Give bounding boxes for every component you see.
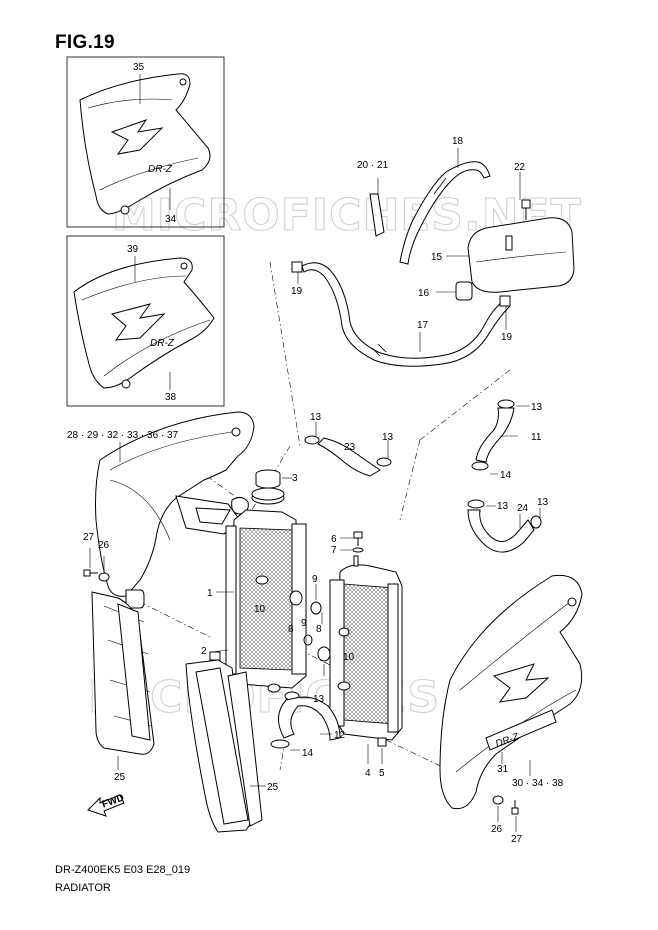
radiator-louver-left: 25 xyxy=(91,591,155,783)
callout-27-right: 27 xyxy=(511,834,523,845)
hose-24: 13 24 13 xyxy=(467,497,549,553)
callout-11: 11 xyxy=(531,432,542,443)
bolt-6-washer-7: 6 7 xyxy=(331,531,364,556)
callout-38: 38 xyxy=(165,392,177,403)
decal-inset-upper: DR-Z 35 34 xyxy=(66,56,225,228)
callout-28-37: 28 · 29 · 32 · 33 · 36 · 37 xyxy=(67,430,179,441)
callout-25-center: 25 xyxy=(267,782,279,793)
diagram-code: DR-Z400EK5 E03 E28_019 xyxy=(55,864,191,876)
callout-4: 4 xyxy=(365,768,371,779)
figure-title: FIG.19 xyxy=(55,32,115,53)
callout-31: 31 xyxy=(497,764,509,775)
callout-16: 16 xyxy=(418,288,430,299)
callout-24: 24 xyxy=(517,503,529,514)
callout-9-upper: 9 xyxy=(312,574,318,585)
callout-19-right: 19 xyxy=(501,332,513,343)
radiator-shroud-left: 28 · 29 · 32 · 33 · 36 · 37 xyxy=(67,411,255,609)
callout-7: 7 xyxy=(331,545,337,556)
callout-26-right: 26 xyxy=(491,824,503,835)
callout-17: 17 xyxy=(417,320,429,331)
callout-15: 15 xyxy=(431,252,443,263)
callout-13-a: 13 xyxy=(310,412,322,423)
lower-hose-12: 13 12 14 xyxy=(270,691,346,759)
callout-10-right: 10 xyxy=(343,652,355,663)
decal-inset-lower: DR-Z 39 38 xyxy=(66,235,225,407)
bolt-washer-left: 27 26 xyxy=(83,532,110,582)
callout-1: 1 xyxy=(207,588,213,599)
callout-13-d: 13 xyxy=(497,501,509,512)
mount-collars: 9 8 9 8 xyxy=(288,574,331,676)
callout-27-left: 27 xyxy=(83,532,95,543)
callout-30-34-38: 30 · 34 · 38 xyxy=(512,778,564,789)
callout-23: 23 xyxy=(344,442,356,453)
upper-hose-11: 13 11 14 xyxy=(471,399,543,481)
callout-8-upper: 8 xyxy=(316,624,322,635)
callout-14-a: 14 xyxy=(500,470,512,481)
decal-logo-lower: DR-Z xyxy=(150,338,175,349)
callout-10-left: 10 xyxy=(254,604,266,615)
connecting-hose-23: 13 23 13 xyxy=(304,412,394,477)
callout-9-lower: 9 xyxy=(301,618,307,629)
decal-logo-upper: DR-Z xyxy=(148,164,173,175)
callout-25-left: 25 xyxy=(114,772,126,783)
forward-arrow-icon: FWD xyxy=(87,792,126,817)
radiator-louver-center: 25 xyxy=(185,659,279,833)
callout-13-f: 13 xyxy=(313,694,325,705)
overflow-hose-group: 19 19 17 xyxy=(291,261,513,367)
callout-6: 6 xyxy=(331,534,337,545)
callout-35: 35 xyxy=(133,62,145,73)
radiator-shroud-right: DR-Z 31 30 · 34 · 38 26 27 xyxy=(439,574,583,845)
callout-2: 2 xyxy=(201,646,207,657)
callout-14-b: 14 xyxy=(302,748,314,759)
callout-26-left: 26 xyxy=(98,540,110,551)
callout-22: 22 xyxy=(514,162,526,173)
callout-34: 34 xyxy=(165,214,177,225)
callout-20-21: 20 · 21 xyxy=(357,160,389,171)
callout-8-lower: 8 xyxy=(288,624,294,635)
callout-3: 3 xyxy=(292,473,298,484)
callout-13-c: 13 xyxy=(531,402,543,413)
callout-19-left: 19 xyxy=(291,286,303,297)
callout-12: 12 xyxy=(334,730,346,741)
callout-39: 39 xyxy=(127,244,139,255)
reservoir-tank-group: 18 20 · 21 22 15 16 xyxy=(357,136,575,301)
callout-13-b: 13 xyxy=(382,432,394,443)
radiator-right: 10 4 5 xyxy=(329,555,403,779)
callout-5: 5 xyxy=(379,768,385,779)
callout-13-e: 13 xyxy=(537,497,549,508)
callout-18: 18 xyxy=(452,136,464,147)
diagram-name: RADIATOR xyxy=(55,882,111,894)
